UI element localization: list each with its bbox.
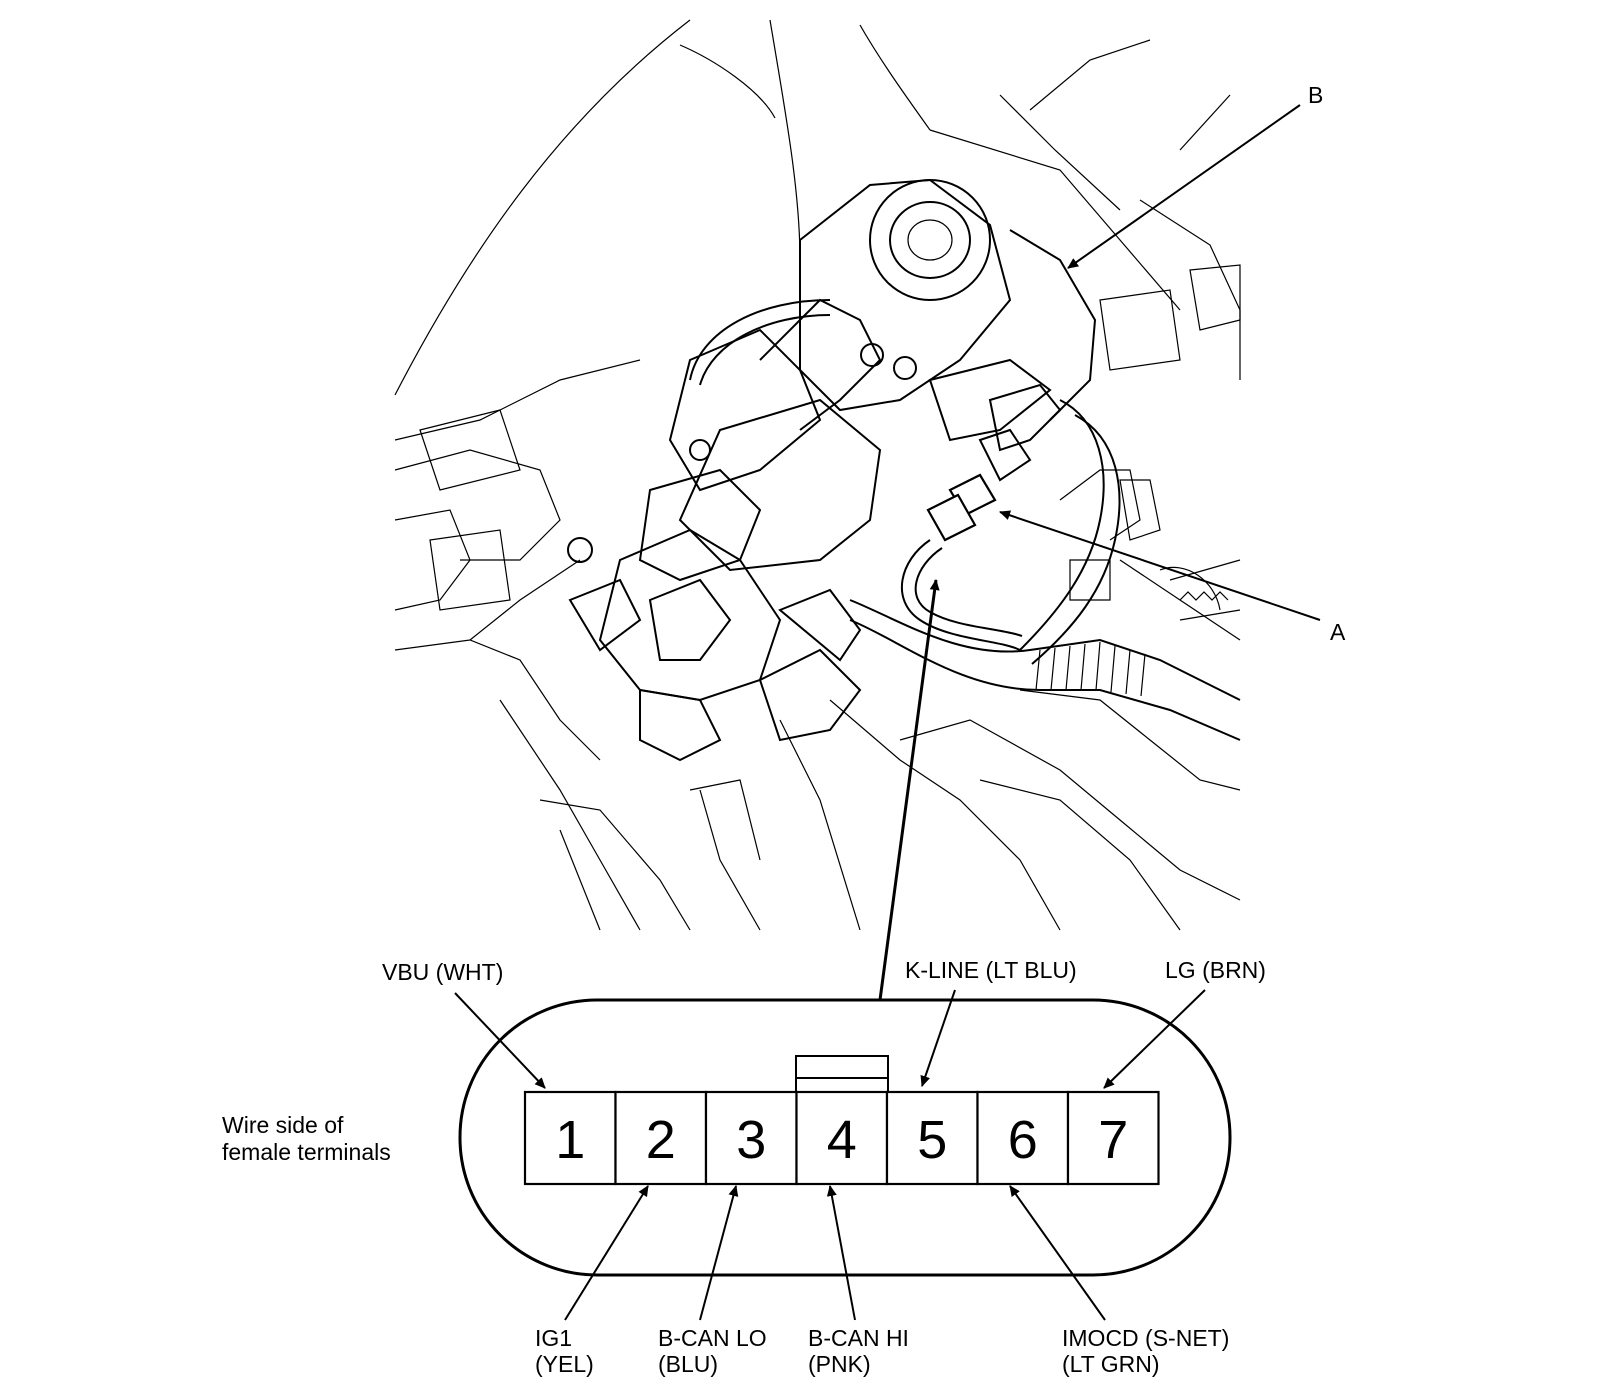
terminal-number-7: 7 <box>1098 1110 1128 1170</box>
connector-outline <box>458 998 1232 1277</box>
wire-label-t6-line2: (LT GRN) <box>1062 1351 1160 1377</box>
lock-tab <box>795 1055 889 1079</box>
wire-side-label-line2: female terminals <box>222 1139 391 1165</box>
terminal-number-6: 6 <box>1008 1110 1038 1170</box>
terminal-cell-7 <box>1066 1090 1160 1186</box>
terminal-number-3: 3 <box>736 1110 766 1170</box>
wire-label-t6-line1: IMOCD (S-NET) <box>1062 1325 1229 1351</box>
wire-label-t2-line2: (YEL) <box>535 1351 594 1377</box>
wire-label-t3-line2: (BLU) <box>658 1351 718 1377</box>
wire-label-t3-line1: B-CAN LO <box>658 1325 767 1351</box>
terminal-cell-1 <box>523 1090 617 1186</box>
terminal-number-2: 2 <box>646 1110 676 1170</box>
steering-column-illustration <box>394 19 1241 931</box>
connector-leader-line <box>878 579 940 1001</box>
callout-a-label: A <box>1330 619 1346 645</box>
terminal-number-1: 1 <box>555 1110 585 1170</box>
terminal-cell-2 <box>614 1090 708 1186</box>
wire-label-t7: LG (BRN) <box>1165 957 1266 983</box>
wire-label-t1: VBU (WHT) <box>382 959 503 985</box>
terminal-number-5: 5 <box>917 1110 947 1170</box>
terminal-number-4: 4 <box>827 1110 857 1170</box>
terminal-cell-3 <box>704 1090 798 1186</box>
wire-label-t4-line2: (PNK) <box>808 1351 871 1377</box>
wire-label-t4-line1: B-CAN HI <box>808 1325 909 1351</box>
callout-a: A <box>999 510 1346 645</box>
wire-side-label-line1: Wire side of <box>222 1112 344 1138</box>
callout-b-label: B <box>1308 82 1323 108</box>
wire-label-t5: K-LINE (LT BLU) <box>905 957 1077 983</box>
wire-label-t2-line1: IG1 <box>535 1325 572 1351</box>
callout-b: B <box>1067 82 1323 269</box>
